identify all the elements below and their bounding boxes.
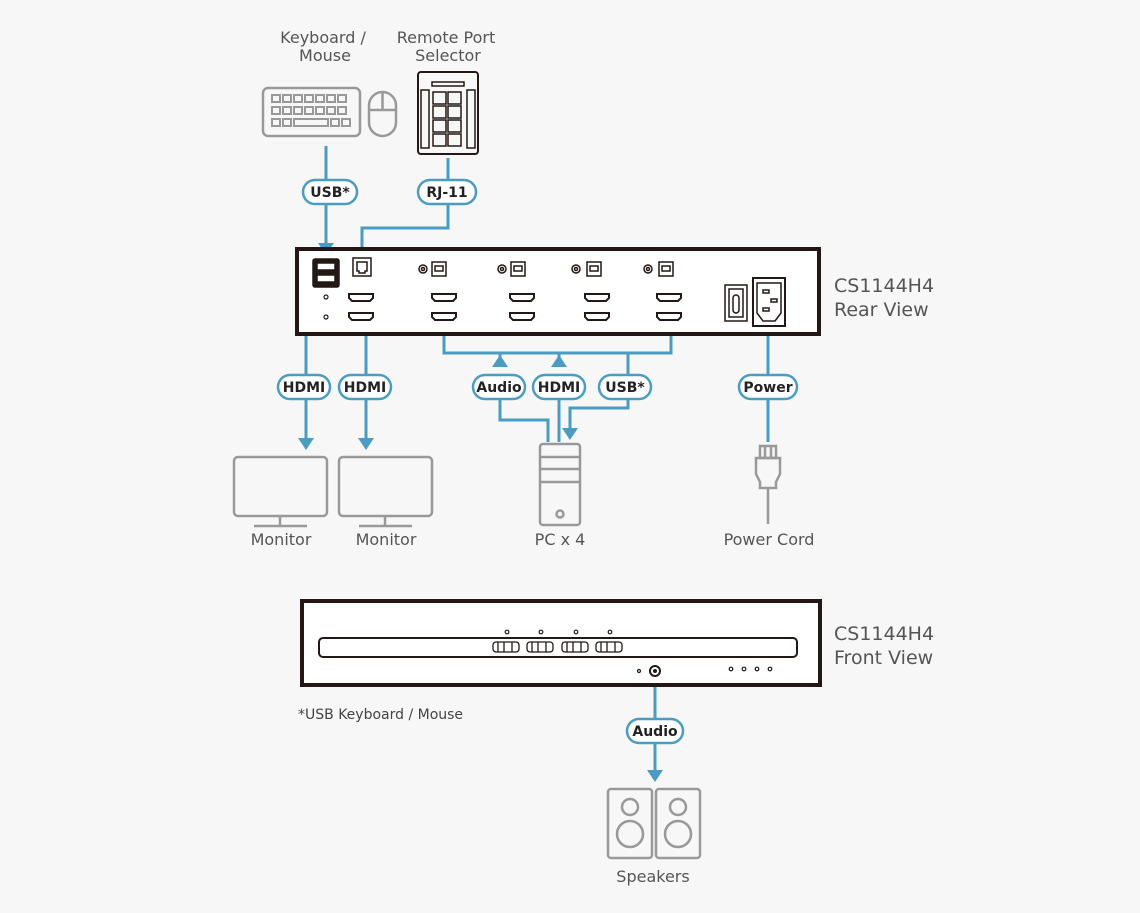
hdmi-pc-pill: HDMI bbox=[531, 373, 587, 401]
hdmi-monitor2-pill: HDMI bbox=[337, 373, 393, 401]
remote-port-label-2: Selector bbox=[415, 46, 481, 65]
audio-jack-icon bbox=[649, 665, 661, 677]
svg-text:USB*: USB* bbox=[310, 185, 350, 201]
monitor-1-icon bbox=[232, 455, 329, 528]
pc-tower-icon bbox=[538, 442, 582, 527]
usb-pc-pill: USB* bbox=[597, 373, 653, 401]
pc-port-group-2 bbox=[497, 261, 535, 321]
pc-port-group-1 bbox=[418, 261, 457, 321]
monitor-2-icon bbox=[337, 455, 434, 528]
svg-text:RJ-11: RJ-11 bbox=[426, 185, 467, 201]
port-leds bbox=[504, 629, 613, 635]
pc-port-group-3 bbox=[571, 261, 610, 321]
audio-front-pill: Audio bbox=[625, 717, 685, 745]
mouse-icon bbox=[367, 90, 398, 138]
keyboard-mouse-label: Keyboard / bbox=[280, 28, 366, 47]
hdmi-monitor1-pill: HDMI bbox=[276, 373, 332, 401]
svg-text:Audio: Audio bbox=[632, 724, 678, 740]
hdmi-console-ports bbox=[348, 293, 374, 321]
power-socket-icon bbox=[752, 277, 786, 327]
power-cord-label: Power Cord bbox=[724, 530, 815, 549]
speakers-icon bbox=[606, 787, 702, 860]
usb-kbm-pill: USB* bbox=[301, 178, 359, 206]
monitor-2-label: Monitor bbox=[356, 530, 417, 549]
rear-model-label: CS1144H4 bbox=[834, 275, 934, 297]
remote-port-label: Remote Port bbox=[397, 28, 496, 47]
monitor-1-label: Monitor bbox=[251, 530, 312, 549]
svg-text:USB*: USB* bbox=[605, 380, 645, 396]
pc-port-group-4 bbox=[643, 261, 682, 321]
pc-label: PC x 4 bbox=[535, 530, 586, 549]
rear-view-label: Rear View bbox=[834, 299, 929, 321]
power-plug-icon bbox=[754, 444, 782, 524]
svg-text:HDMI: HDMI bbox=[344, 380, 386, 396]
speakers-label: Speakers bbox=[616, 867, 689, 886]
svg-text:Power: Power bbox=[743, 380, 792, 396]
keyboard-icon bbox=[261, 86, 362, 138]
remote-port-selector-icon bbox=[417, 71, 479, 155]
status-leds bbox=[728, 666, 773, 672]
kvm-front-panel bbox=[300, 599, 822, 687]
audio-pc-pill: Audio bbox=[471, 373, 527, 401]
pc-port-groups bbox=[418, 261, 682, 321]
svg-text:HDMI: HDMI bbox=[283, 380, 325, 396]
rj11-pill: RJ-11 bbox=[416, 178, 478, 206]
kvm-rear-panel bbox=[295, 247, 821, 336]
svg-text:HDMI: HDMI bbox=[538, 380, 580, 396]
svg-text:Audio: Audio bbox=[476, 380, 522, 396]
power-pill: Power bbox=[737, 373, 799, 401]
port-selection-buttons bbox=[492, 641, 623, 653]
front-view-label: Front View bbox=[834, 647, 933, 669]
footnote: *USB Keyboard / Mouse bbox=[298, 707, 463, 723]
power-switch-icon bbox=[724, 284, 748, 322]
front-model-label: CS1144H4 bbox=[834, 623, 934, 645]
arrowheads bbox=[298, 243, 663, 782]
rj11-port-icon bbox=[352, 257, 372, 277]
keyboard-mouse-label-2: Mouse bbox=[299, 46, 351, 65]
usb-port-icon bbox=[312, 258, 340, 288]
